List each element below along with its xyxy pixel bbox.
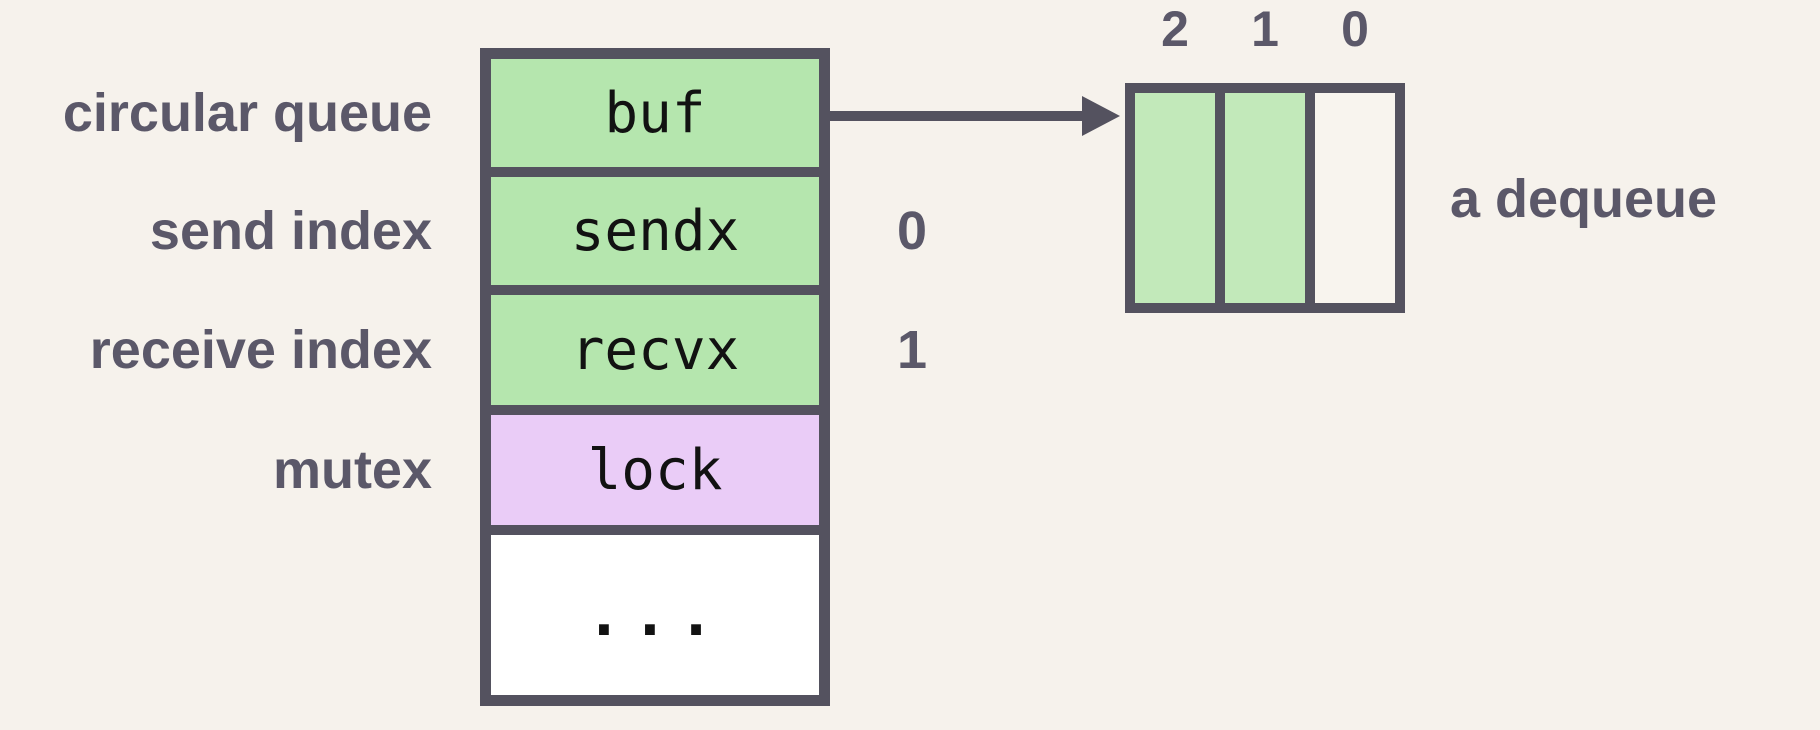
dequeue-cell-0 (1315, 93, 1395, 303)
recvx-value: 1 (896, 320, 928, 380)
label-mutex: mutex (272, 440, 432, 500)
label-circular-queue: circular queue (62, 83, 432, 143)
struct-cell-lock: lock (491, 415, 819, 525)
label-send-index: send index (149, 201, 432, 261)
struct-cell-ellipsis: ... (491, 535, 819, 695)
channel-struct-box: buf sendx recvx lock ... (480, 48, 830, 706)
struct-cell-buf: buf (491, 59, 819, 167)
label-receive-index: receive index (89, 320, 432, 380)
struct-cell-recvx: recvx (491, 295, 819, 405)
dequeue-cell-2 (1135, 93, 1215, 303)
sendx-value: 0 (896, 201, 928, 261)
struct-cell-sendx: sendx (491, 177, 819, 285)
buf-pointer-arrow-line (830, 111, 1086, 121)
dequeue-cell-1 (1225, 93, 1305, 303)
dequeue-index-1: 1 (1251, 1, 1279, 57)
dequeue-array (1125, 83, 1405, 313)
dequeue-index-0: 0 (1341, 1, 1369, 57)
buf-pointer-arrowhead-icon (1082, 96, 1120, 136)
dequeue-index-2: 2 (1161, 1, 1189, 57)
dequeue-caption: a dequeue (1450, 169, 1718, 229)
